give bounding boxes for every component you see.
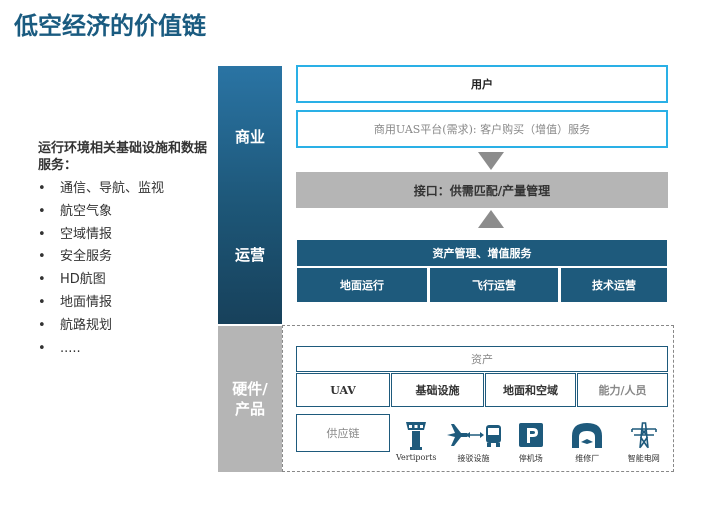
- list-item-label: HD航图: [60, 272, 106, 288]
- asset-uav: UAV: [296, 373, 390, 407]
- list-item: • 航路规划: [38, 315, 164, 338]
- page-title: 低空经济的价值链: [14, 12, 206, 40]
- sidebar-list: •通信、导航、监视 •航空气象 •空域情报 •安全服务 •HD航图 •地面情报 …: [38, 178, 164, 360]
- asset-infrastructure: 基础设施: [391, 373, 484, 407]
- band-label-hardware: 硬件/产品: [232, 380, 268, 418]
- smart-grid-label: 智能电网: [627, 454, 660, 463]
- supply-chain-box: 供应链: [296, 414, 390, 452]
- operations-header: 资产管理、增值服务: [297, 240, 667, 266]
- asset-capability-personnel: 能力/人员: [577, 373, 668, 407]
- band-label-commercial: 商业: [234, 128, 265, 146]
- bullet: •: [38, 181, 46, 196]
- interface-box: 接口：供需匹配/产量管理: [296, 172, 668, 208]
- list-item-label: 安全服务: [60, 249, 113, 265]
- ops-technical: 技术运营: [561, 268, 667, 302]
- ops-ground: 地面运行: [297, 268, 427, 302]
- asset-ground-airspace: 地面和空域: [485, 373, 576, 407]
- list-item: • 地面情报: [38, 292, 164, 315]
- vertiport-label: Vertiports: [396, 453, 437, 462]
- control-tower-icon: [406, 422, 427, 450]
- bullet: •: [38, 272, 46, 288]
- list-item: • 通信、导航、监视: [38, 178, 164, 201]
- transfer-facility-label: 接驳设施: [457, 454, 490, 463]
- hangar-icon: [572, 423, 603, 448]
- band-hardware: 硬件/产品: [218, 326, 282, 472]
- list-item-label: 航路规划: [60, 317, 113, 333]
- list-item-label: .....: [60, 340, 81, 356]
- list-item: • 空域情报: [38, 224, 164, 247]
- list-item: •.....: [38, 338, 164, 361]
- band-label-operations: 运营: [234, 246, 265, 264]
- plane-bus-icon: [446, 424, 501, 447]
- bullet: •: [38, 294, 46, 310]
- hardware-region: [282, 325, 674, 472]
- users-box: 用户: [296, 65, 668, 103]
- hangar-label: 维修厂: [575, 454, 600, 463]
- bullet: •: [38, 203, 46, 219]
- bullet: •: [38, 249, 46, 265]
- power-tower-icon: [630, 422, 657, 449]
- bullet: •: [38, 226, 46, 242]
- list-item-label: 通信、导航、监视: [60, 181, 165, 196]
- assets-box: 资产: [296, 346, 668, 372]
- bullet: •: [38, 340, 46, 356]
- list-item-label: 空域情报: [60, 226, 113, 242]
- list-item: • HD航图: [38, 269, 164, 292]
- parking-item: 停机场: [503, 420, 560, 472]
- transfer-facility-item: 接驳设施: [445, 420, 503, 472]
- parking-icon: [518, 423, 543, 447]
- list-item: • 航空气象: [38, 201, 164, 224]
- list-item: • 安全服务: [38, 246, 164, 269]
- list-item-label: 地面情报: [60, 294, 113, 310]
- list-item-label: 航空气象: [60, 203, 113, 219]
- band-commercial-operations: [218, 66, 282, 324]
- facility-icons: Vertiports 接驳设施 停机场 维修厂: [388, 420, 672, 472]
- parking-label: 停机场: [518, 454, 543, 463]
- uas-platform-box: 商用UAS平台(需求): 客户购买（增值）服务: [296, 110, 668, 148]
- vertiport-item: Vertiports: [388, 420, 445, 472]
- hangar-item: 维修厂: [559, 420, 616, 472]
- up-arrow-icon: [478, 210, 504, 228]
- bullet: •: [38, 317, 46, 333]
- smart-grid-item: 智能电网: [616, 420, 673, 472]
- ops-flight: 飞行运营: [430, 268, 558, 302]
- down-arrow-icon: [478, 152, 504, 170]
- sidebar-heading: 运行环境相关基础设施和数据服务：: [38, 141, 208, 173]
